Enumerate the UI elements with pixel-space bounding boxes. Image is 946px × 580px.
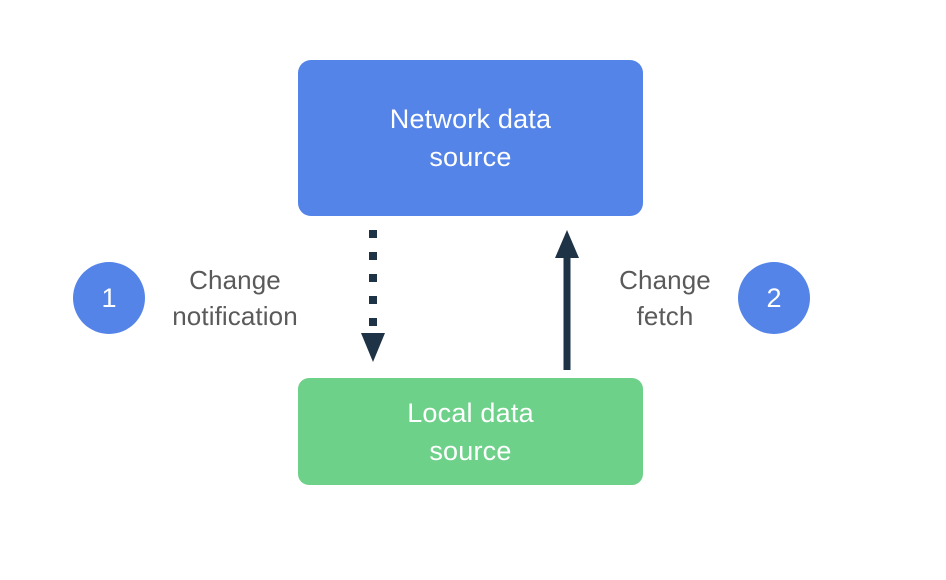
node-local-data-source-label: Local data source: [407, 397, 534, 466]
node-local-data-source: Local data source: [298, 378, 643, 485]
step-badge-2: 2: [738, 262, 810, 334]
step-badge-2-number: 2: [766, 282, 782, 313]
node-network-data-source: Network data source: [298, 60, 643, 216]
step-caption-change-fetch: Change fetch: [619, 265, 711, 331]
step-caption-change-notification: Change notification: [172, 265, 298, 331]
node-network-data-source-label: Network data source: [389, 104, 552, 172]
arrow-up-solid-icon: [555, 230, 579, 370]
step-badge-1: 1: [73, 262, 145, 334]
arrow-down-dotted-icon: [361, 230, 385, 362]
step-badge-1-number: 1: [101, 282, 117, 313]
